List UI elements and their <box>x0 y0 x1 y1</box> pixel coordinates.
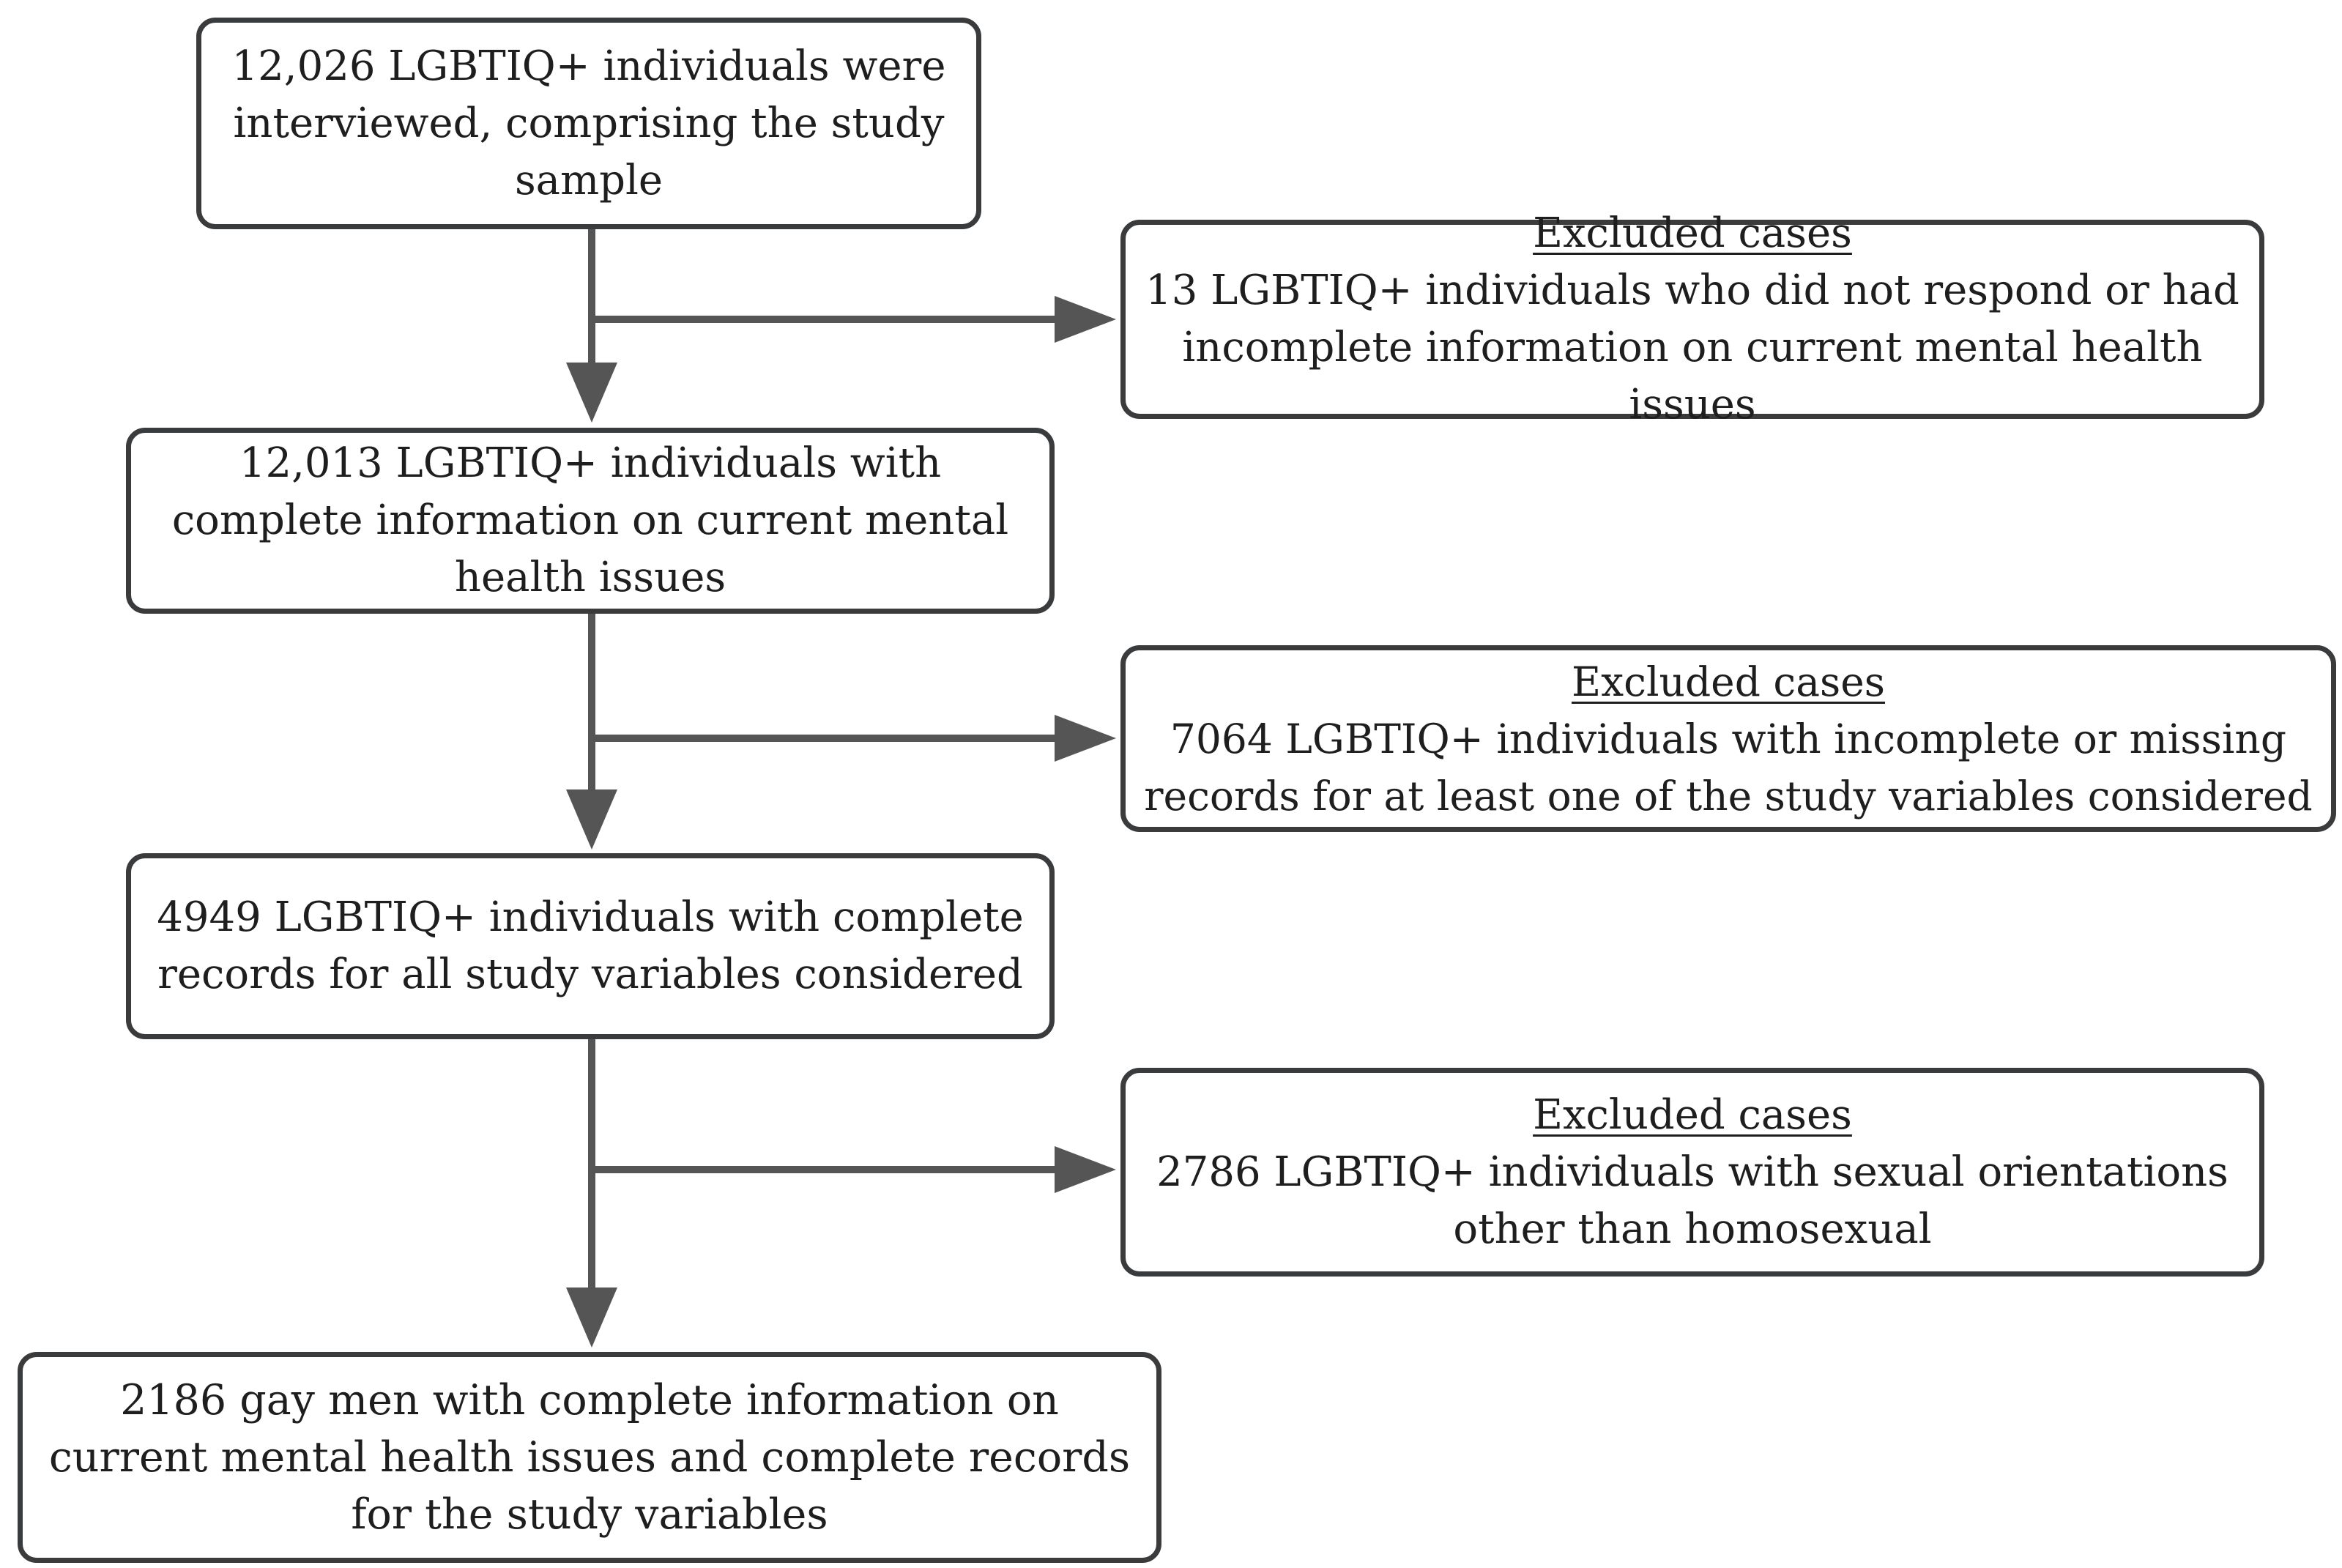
flow-step-box: 4949 LGBTIQ+ individuals with complete r… <box>126 853 1055 1039</box>
flow-step-box: 12,026 LGBTIQ+ individuals were intervie… <box>196 18 981 229</box>
excluded-cases-box: Excluded cases 7064 LGBTIQ+ individuals … <box>1120 645 2336 832</box>
flow-step-text: 12,026 LGBTIQ+ individuals were intervie… <box>231 42 946 204</box>
flow-step-box: 2186 gay men with complete information o… <box>18 1352 1161 1563</box>
arrowhead-right-3 <box>1055 1146 1116 1193</box>
arrowhead-down-1 <box>566 363 617 423</box>
excluded-cases-box: Excluded cases 13 LGBTIQ+ individuals wh… <box>1120 209 2264 428</box>
arrowhead-down-2 <box>566 789 617 850</box>
excluded-cases-text: 7064 LGBTIQ+ individuals with incomplete… <box>1144 715 2313 820</box>
flow-step-box: 12,013 LGBTIQ+ individuals with complete… <box>126 428 1055 614</box>
arrowhead-right-2 <box>1055 715 1116 762</box>
excluded-cases-text: 13 LGBTIQ+ individuals who did not respo… <box>1145 267 2239 428</box>
arrowhead-right-1 <box>1055 296 1116 343</box>
excluded-cases-heading: Excluded cases <box>1571 658 1886 705</box>
flow-step-text: 2186 gay men with complete information o… <box>48 1376 1131 1539</box>
excluded-cases-heading: Excluded cases <box>1533 209 1852 257</box>
flow-step-text: 4949 LGBTIQ+ individuals with complete r… <box>157 893 1024 998</box>
excluded-cases-box: Excluded cases 2786 LGBTIQ+ individuals … <box>1120 1068 2264 1277</box>
arrowhead-down-3 <box>566 1288 617 1348</box>
flow-step-text: 12,013 LGBTIQ+ individuals with complete… <box>171 439 1009 601</box>
excluded-cases-heading: Excluded cases <box>1533 1090 1852 1139</box>
excluded-cases-text: 2786 LGBTIQ+ individuals with sexual ori… <box>1156 1148 2228 1253</box>
